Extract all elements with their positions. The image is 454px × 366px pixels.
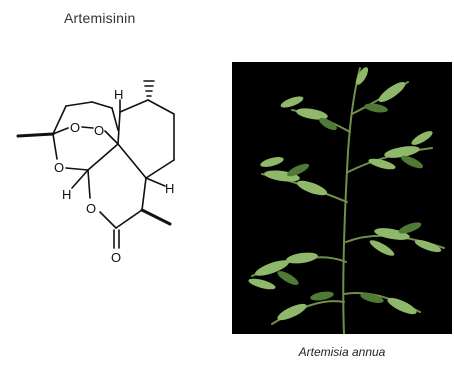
bond bbox=[65, 167, 89, 171]
bond bbox=[145, 159, 175, 179]
bond bbox=[71, 169, 89, 189]
atom-label-o-ether: O bbox=[54, 160, 64, 175]
bond bbox=[87, 143, 119, 171]
bond bbox=[141, 177, 147, 211]
bond bbox=[52, 105, 67, 135]
figure-title: Artemisinin bbox=[64, 10, 136, 26]
bond bbox=[104, 130, 119, 145]
atom-label-h-left: H bbox=[62, 187, 71, 202]
atom-label-o-peroxide-1: O bbox=[70, 120, 80, 135]
bond bbox=[140, 208, 172, 226]
artemisinin-structure: O O O O O H H H bbox=[16, 80, 175, 265]
bond bbox=[99, 211, 117, 229]
photo-caption: Artemisia annua bbox=[298, 345, 386, 359]
atom-label-h-top: H bbox=[114, 87, 123, 102]
bond bbox=[52, 133, 58, 160]
bond bbox=[117, 111, 121, 145]
bond bbox=[65, 101, 93, 107]
atom-label-o-peroxide-2: O bbox=[94, 123, 104, 138]
bond bbox=[91, 101, 113, 109]
bond bbox=[147, 99, 175, 115]
bond bbox=[16, 132, 55, 138]
bond bbox=[52, 127, 69, 135]
artemisia-plant-icon bbox=[232, 62, 452, 334]
bond bbox=[117, 143, 147, 179]
atom-label-o-carbonyl: O bbox=[111, 250, 121, 265]
bond bbox=[145, 177, 166, 187]
bond bbox=[81, 126, 94, 129]
atom-label-h-right: H bbox=[165, 181, 174, 196]
bond bbox=[115, 209, 143, 229]
bond bbox=[87, 169, 91, 199]
bond bbox=[119, 99, 149, 113]
artemisia-plant-photo bbox=[232, 62, 452, 334]
bond bbox=[111, 107, 119, 131]
atom-label-o-lactone: O bbox=[86, 201, 96, 216]
